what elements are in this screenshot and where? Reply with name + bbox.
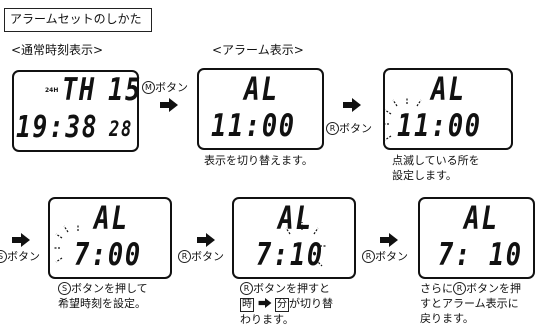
r-button-icon: R — [326, 122, 339, 135]
arrow-right-icon — [343, 98, 361, 112]
arrow-right-icon — [380, 233, 398, 247]
s-button-icon: S — [0, 250, 7, 263]
s-button-icon: S — [58, 282, 71, 295]
caption-line: 設定します。 — [392, 169, 457, 182]
alarm-time: 7: 10 — [438, 237, 523, 273]
r-button-icon: R — [362, 250, 375, 263]
button-word: ボタン — [7, 250, 40, 263]
caption-switch-display: 表示を切り替えます。 — [204, 154, 313, 167]
hour-box: 時 — [240, 298, 254, 312]
alarm-display-4: AL 7:10 — [232, 197, 356, 279]
alarm-time: 7:00 — [74, 237, 142, 273]
button-word: ボタン — [155, 81, 188, 94]
caption-line: 点滅している所を — [392, 154, 480, 167]
caption-line: が切り替 — [289, 297, 333, 310]
alarm-indicator: AL — [431, 70, 466, 108]
current-time: 19:38 — [16, 110, 99, 145]
r-button-icon: R — [178, 250, 191, 263]
24h-indicator: 24H — [45, 87, 59, 94]
alarm-indicator: AL — [464, 199, 499, 237]
arrow-right-icon — [160, 98, 178, 112]
date-number: 15 — [108, 72, 142, 108]
caption-line: すとアラーム表示に — [420, 297, 519, 310]
caption-line: わります。 — [240, 313, 294, 326]
caption-line: ボタンを押すと — [253, 282, 330, 295]
seconds: 28 — [109, 117, 134, 141]
alarm-display-5: AL 7: 10 — [418, 197, 535, 279]
arrow-right-icon — [258, 298, 271, 308]
normal-display-label: <通常時刻表示> — [11, 43, 104, 57]
caption-flashing: 点滅している所を 設定します。 — [392, 153, 480, 183]
r-button-icon: R — [240, 282, 253, 295]
alarm-indicator: AL — [278, 199, 313, 237]
alarm-time: 11:00 — [397, 108, 482, 144]
alarm-time: 11:00 — [211, 108, 296, 144]
alarm-display-1: AL 11:00 — [197, 68, 324, 150]
button-word: ボタン — [191, 250, 224, 263]
caption-line: 希望時刻を設定。 — [58, 297, 146, 310]
caption-line: ボタンを押 — [466, 282, 521, 295]
flashing-minute-indicator-icon — [285, 222, 326, 267]
alarm-display-3: AL 7:00 — [48, 197, 172, 279]
flashing-hour-indicator-icon — [383, 97, 422, 141]
flashing-hour-indicator-icon — [53, 224, 79, 263]
normal-time-display: TH 24H 15 19:38 28 — [12, 70, 142, 152]
alarm-display-label: <アラーム表示> — [212, 43, 304, 57]
arrow-right-icon — [197, 233, 215, 247]
day-of-week: TH — [62, 72, 96, 108]
arrow-right-icon — [12, 233, 30, 247]
button-word: ボタン — [375, 250, 408, 263]
m-button-icon: M — [142, 81, 155, 94]
minute-box: 分 — [275, 298, 289, 312]
alarm-indicator: AL — [244, 70, 279, 108]
caption-line: 戻ります。 — [420, 312, 474, 325]
alarm-display-2: AL 11:00 — [383, 68, 513, 150]
page-title: アラームセットのしかた — [4, 8, 152, 32]
button-word: ボタン — [339, 122, 372, 135]
caption-line: ボタンを押して — [71, 282, 148, 295]
r-button-icon: R — [453, 282, 466, 295]
alarm-indicator: AL — [94, 199, 129, 237]
alarm-time: 7:10 — [256, 237, 324, 273]
caption-line: さらに — [420, 282, 453, 295]
